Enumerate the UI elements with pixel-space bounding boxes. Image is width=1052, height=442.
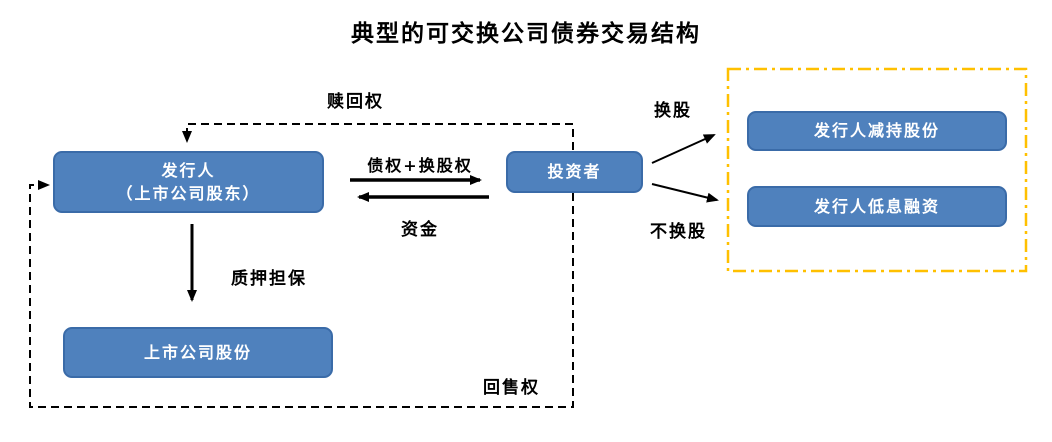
label-convert: 换股: [654, 101, 692, 121]
node-issuer-line2: （上市公司股东）: [116, 184, 261, 203]
node-listed-shares-label: 上市公司股份: [143, 342, 252, 362]
node-low-interest-financing[interactable]: 发行人低息融资: [747, 186, 1007, 227]
redemption-right-dashed-arrow: [182, 123, 574, 150]
not-convert-arrow: [651, 183, 719, 203]
label-bond-plus-conversion: 债权+换股权: [367, 156, 473, 175]
node-reduce-holdings[interactable]: 发行人减持股份: [747, 111, 1007, 151]
put-right-dashed-arrow: [29, 180, 574, 408]
node-investor[interactable]: 投资者: [506, 151, 643, 193]
node-reduce-holdings-label: 发行人减持股份: [813, 121, 940, 141]
label-put-right: 回售权: [483, 378, 540, 398]
label-redemption-right: 赎回权: [327, 92, 384, 112]
node-issuer-line1: 发行人: [161, 160, 216, 180]
label-not-convert: 不换股: [650, 222, 707, 242]
label-pledge-guarantee: 质押担保: [231, 269, 307, 289]
node-low-interest-financing-label: 发行人低息融资: [813, 196, 940, 216]
node-issuer[interactable]: 发行人 （上市公司股东）: [53, 151, 324, 213]
node-investor-label: 投资者: [547, 162, 602, 182]
convert-arrow: [651, 134, 716, 164]
label-funds: 资金: [401, 220, 439, 240]
node-listed-shares[interactable]: 上市公司股份: [63, 327, 333, 378]
diagram-title: 典型的可交换公司债券交易结构: [351, 20, 701, 47]
